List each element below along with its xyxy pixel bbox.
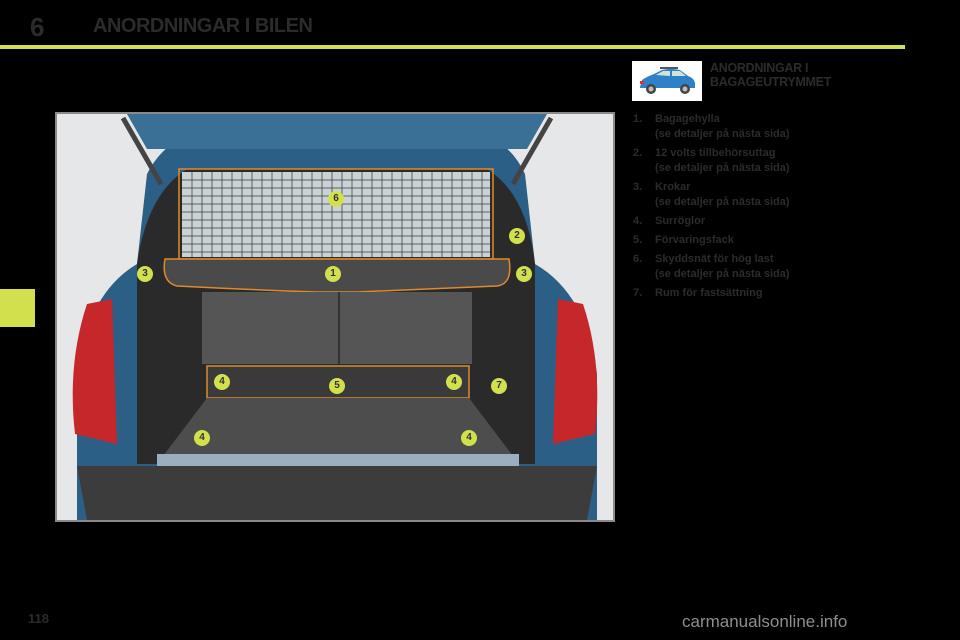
car-trunk-drawing — [72, 114, 598, 520]
callout-badge: 1 — [325, 266, 341, 282]
legend-item: 5. Förvaringsfack — [633, 233, 893, 248]
legend-number: 1. — [633, 113, 643, 125]
legend-subtext: (se detaljer på nästa sida) — [655, 162, 790, 174]
chapter-number: 6 — [30, 12, 45, 42]
callout-badge: 4 — [214, 374, 230, 390]
trunk-illustration: 1 2 3 3 4 4 4 4 5 6 7 — [55, 112, 615, 522]
callout-badge: 3 — [516, 266, 532, 282]
legend-item: 3. Krokar (se detaljer på nästa sida) — [633, 180, 893, 210]
callout-badge: 2 — [509, 228, 525, 244]
legend-number: 5. — [633, 234, 643, 246]
legend-number: 7. — [633, 287, 643, 299]
watermark: carmanualsonline.info — [682, 612, 848, 631]
legend-subtext: (se detaljer på nästa sida) — [655, 268, 790, 280]
legend-number: 2. — [633, 147, 643, 159]
legend-item: 6. Skyddsnät för hög last (se detaljer på… — [633, 252, 893, 282]
callout-badge: 4 — [461, 430, 477, 446]
legend-subtext: (se detaljer på nästa sida) — [655, 128, 790, 140]
header-rule — [0, 45, 905, 49]
car-side-icon — [632, 61, 702, 101]
legend-label: 12 volts tillbehörsuttag — [655, 147, 776, 159]
section-title: ANORDNINGAR I BAGAGEUTRYMMET — [710, 61, 831, 89]
section-header: ANORDNINGAR I BAGAGEUTRYMMET — [632, 61, 831, 101]
legend-list: 1. Bagagehylla (se detaljer på nästa sida… — [633, 112, 893, 305]
callout-badge: 4 — [194, 430, 210, 446]
legend-item: 2. 12 volts tillbehörsuttag (se detaljer … — [633, 146, 893, 176]
legend-label: Förvaringsfack — [655, 234, 734, 246]
legend-label: Skyddsnät för hög last — [655, 253, 774, 265]
legend-number: 4. — [633, 215, 643, 227]
legend-label: Surröglor — [655, 215, 706, 227]
legend-number: 6. — [633, 253, 643, 265]
legend-item: 1. Bagagehylla (se detaljer på nästa sida… — [633, 112, 893, 142]
callout-badge: 7 — [491, 378, 507, 394]
callout-badge: 3 — [137, 266, 153, 282]
callout-badge: 6 — [328, 191, 344, 207]
legend-item: 7. Rum för fastsättning — [633, 286, 893, 301]
legend-label: Rum för fastsättning — [655, 287, 763, 299]
legend-label: Krokar — [655, 181, 691, 193]
chapter-title: ANORDNINGAR I BILEN — [93, 15, 313, 37]
section-title-line1: ANORDNINGAR I — [710, 61, 809, 75]
section-title-line2: BAGAGEUTRYMMET — [710, 75, 832, 89]
page-number: 118 — [28, 611, 49, 626]
legend-label: Bagagehylla — [655, 113, 720, 125]
legend-subtext: (se detaljer på nästa sida) — [655, 196, 790, 208]
callout-badge: 5 — [329, 378, 345, 394]
chapter-side-tab — [0, 289, 35, 327]
legend-item: 4. Surröglor — [633, 214, 893, 229]
legend-number: 3. — [633, 181, 643, 193]
callout-badge: 4 — [446, 374, 462, 390]
